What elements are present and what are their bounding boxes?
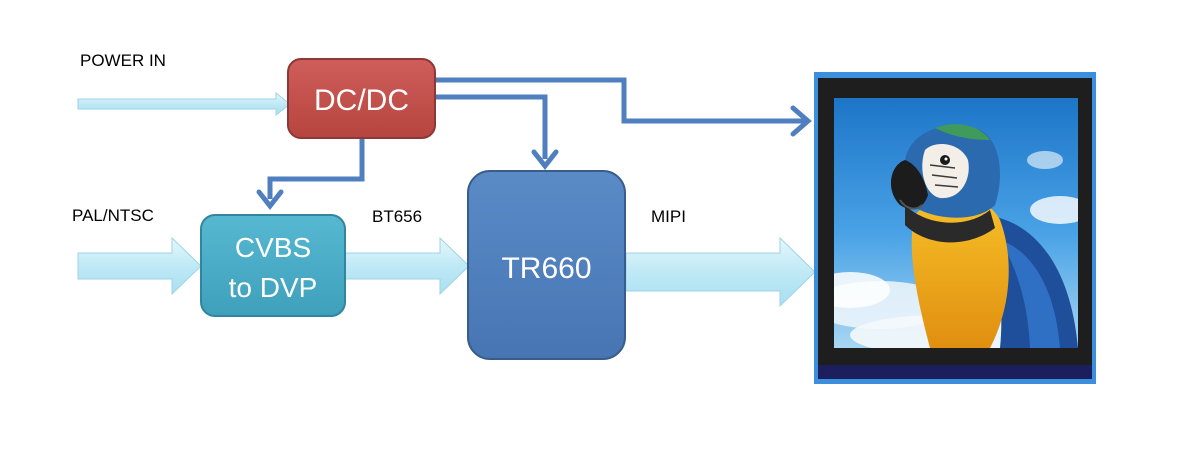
display-panel [814,72,1096,384]
power-in-arrow [77,91,291,117]
bt656-arrow [344,236,470,296]
parrot-photo-icon [834,98,1078,348]
bt656-label: BT656 [372,207,422,226]
cvbs-label-line2: to DVP [229,272,318,303]
tr660-label: TR660 [501,252,591,285]
pal-ntsc-input-arrow [77,236,202,296]
mipi-arrow [625,236,816,308]
cvbs-label-line1: CVBS [235,232,311,263]
dcdc-block: DC/DC [287,58,436,139]
power-line-to-tr660 [436,94,559,171]
cvbs-to-dvp-block: CVBS to DVP [200,214,346,317]
power-line-to-display [436,77,812,137]
power-line-to-cvbs [256,139,365,211]
power-in-label: POWER IN [80,51,166,70]
tr660-block: TR660 [467,170,626,360]
mipi-label: MIPI [651,207,686,226]
dcdc-label: DC/DC [314,84,409,117]
pal-ntsc-label: PAL/NTSC [72,206,154,225]
